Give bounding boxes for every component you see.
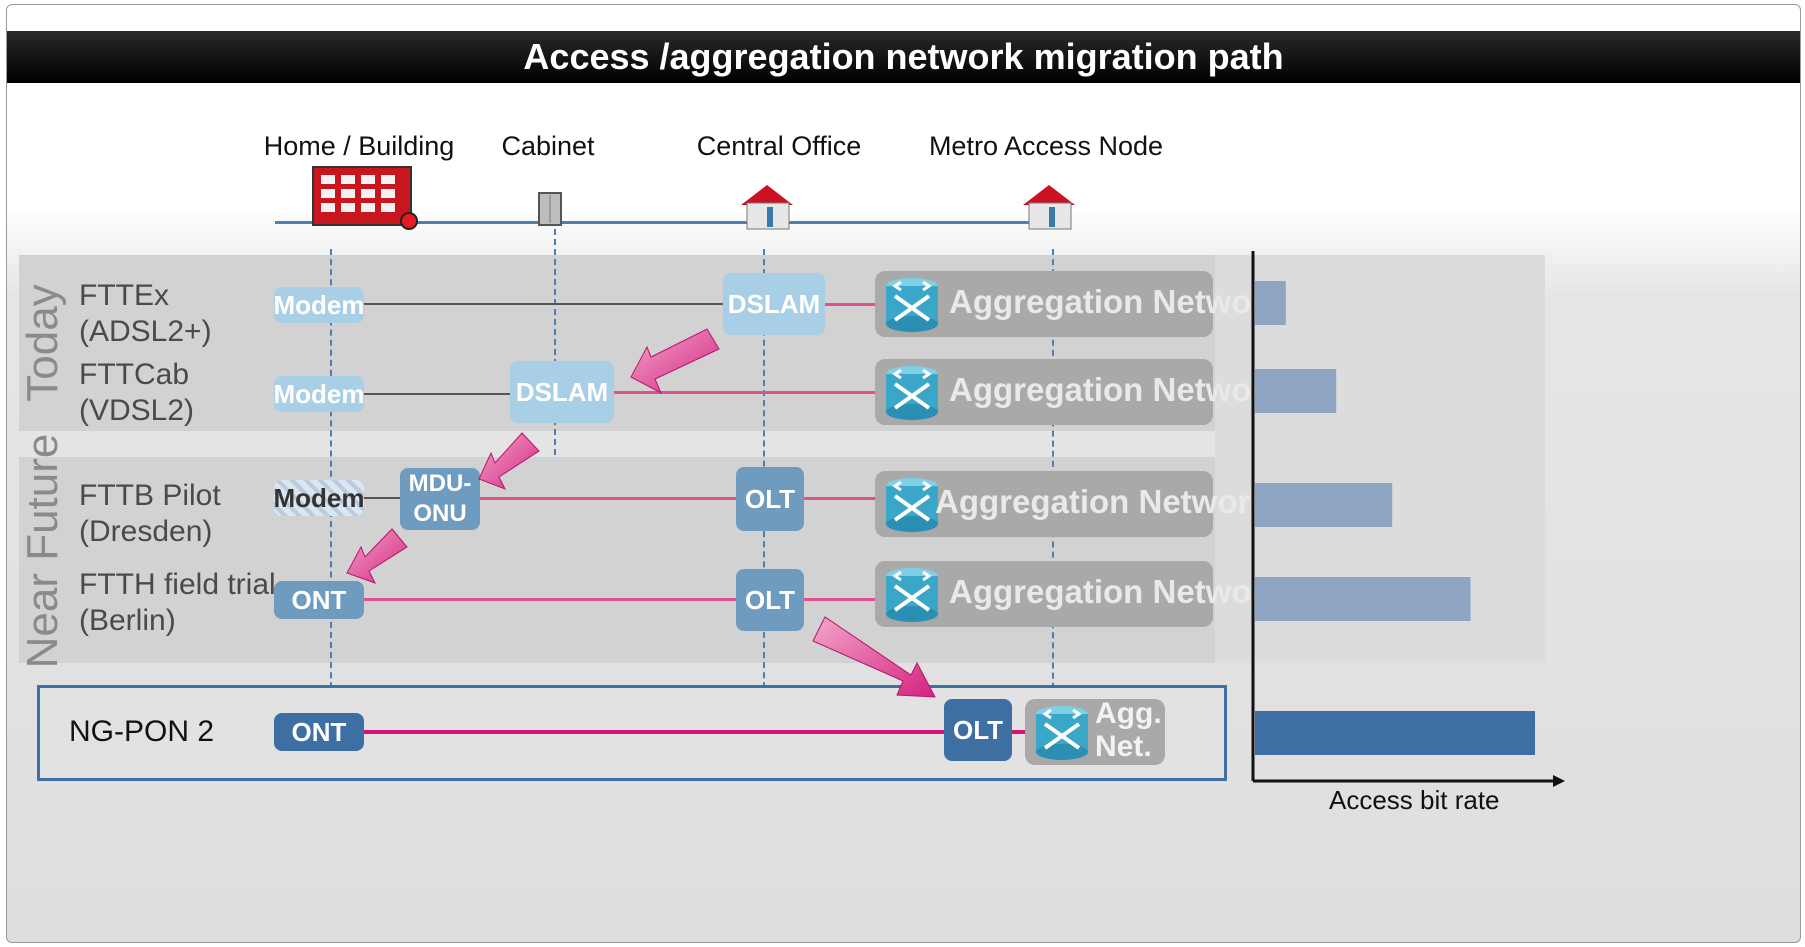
row-label-fttcab: FTTCab(VDSL2) xyxy=(79,358,195,427)
router-icon xyxy=(886,568,938,622)
link-modem-dslam xyxy=(363,303,727,305)
aggregation-network-label: Aggregation Network xyxy=(935,483,1269,520)
migration-arrow xyxy=(630,328,720,395)
link-olt-agg xyxy=(1011,730,1031,734)
location-home: Home / Building xyxy=(263,131,455,161)
ont-box: ONT xyxy=(274,713,364,751)
cabinet-icon xyxy=(538,192,562,226)
diagram-frame: Access /aggregation network migration pa… xyxy=(6,4,1801,943)
page-title: Access /aggregation network migration pa… xyxy=(7,31,1800,83)
bar-3 xyxy=(1255,577,1471,621)
link-onu-olt xyxy=(479,497,739,500)
link-ont-olt xyxy=(363,598,739,601)
ont-box: ONT xyxy=(274,581,364,619)
migration-arrow xyxy=(812,616,936,698)
metro-node-icon xyxy=(1023,185,1075,230)
location-cabinet: Cabinet xyxy=(501,131,595,161)
access-bit-rate-chart xyxy=(1251,251,1565,787)
aggregation-network-box: Aggregation Network xyxy=(875,471,1269,537)
router-icon xyxy=(1036,706,1088,760)
agg-net-label: Agg.Net. xyxy=(1095,697,1162,763)
link-ont-olt xyxy=(363,730,947,734)
link-dslam-agg xyxy=(613,391,879,394)
row-label-fttb: FTTB Pilot(Dresden) xyxy=(79,479,221,548)
mdu-onu-box: MDU-ONU xyxy=(400,468,480,530)
link-modem-dslam xyxy=(363,393,513,395)
dslam-box: DSLAM xyxy=(723,273,825,335)
chart-axis-arrow-icon xyxy=(1553,775,1565,787)
row-label-ftth: FTTH field trial(Berlin) xyxy=(79,568,276,637)
router-icon xyxy=(886,278,938,332)
location-metro-access-node: Metro Access Node xyxy=(928,131,1164,161)
chart-x-axis-label: Access bit rate xyxy=(1329,785,1500,815)
aggregation-network-label: Aggregation Network xyxy=(949,283,1283,320)
bar-0 xyxy=(1255,281,1286,325)
aggregation-network-label: Aggregation Network xyxy=(949,573,1283,610)
olt-box: OLT xyxy=(944,699,1012,761)
link-olt-agg xyxy=(803,497,879,500)
bar-2 xyxy=(1255,483,1393,527)
bar-4 xyxy=(1255,711,1535,755)
migration-arrow xyxy=(478,432,540,490)
modem-box: Modem xyxy=(274,287,365,323)
router-icon xyxy=(886,366,938,420)
router-icon xyxy=(886,478,938,532)
aggregation-network-box: Aggregation Network xyxy=(875,561,1283,627)
modem-box: Modem xyxy=(274,480,365,516)
aggregation-network-box: Aggregation Network xyxy=(875,359,1283,425)
dslam-box: DSLAM xyxy=(510,361,614,423)
modem-box: Modem xyxy=(274,376,365,412)
topology-line xyxy=(275,221,1071,224)
olt-box: OLT xyxy=(736,569,804,631)
migration-arrows xyxy=(346,328,936,698)
location-central-office: Central Office xyxy=(696,131,862,161)
agg-net-box: Agg.Net. xyxy=(1025,697,1165,765)
row-label-fttex: FTTEx(ADSL2+) xyxy=(79,279,212,348)
central-office-icon xyxy=(741,185,793,230)
building-icon xyxy=(312,166,418,230)
aggregation-network-box: Aggregation Network xyxy=(875,271,1283,337)
migration-arrow xyxy=(346,528,408,584)
link-olt-agg xyxy=(803,598,879,601)
ngpon-label: NG-PON 2 xyxy=(69,715,215,748)
guide-cabinet xyxy=(554,229,556,455)
link-modem-onu xyxy=(363,497,403,499)
aggregation-network-label: Aggregation Network xyxy=(949,371,1283,408)
link-dslam-agg xyxy=(823,303,879,306)
bar-1 xyxy=(1255,369,1337,413)
olt-box: OLT xyxy=(736,467,804,531)
